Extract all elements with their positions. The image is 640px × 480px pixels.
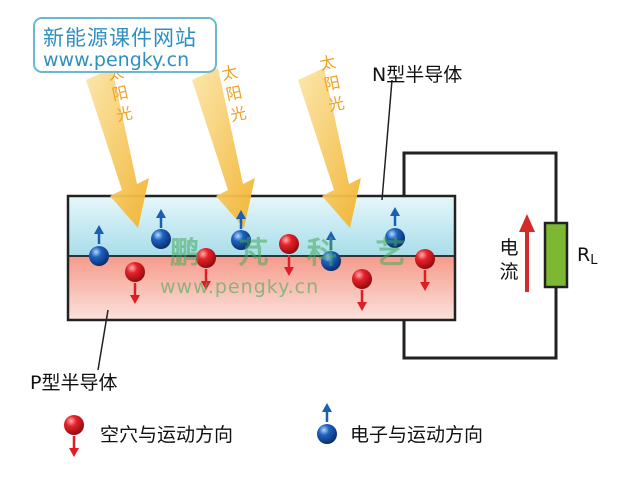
legend-electron-label: 电子与运动方向 — [350, 424, 484, 446]
legend-hole-label: 空穴与运动方向 — [100, 424, 234, 446]
sunlight-beam-3 — [298, 68, 361, 228]
p-label-pointer — [97, 309, 109, 371]
center-watermark-name: 鹏 芃 科 艺 — [170, 236, 420, 271]
semiconductor-outline — [66, 194, 457, 322]
current-label: 电流 — [499, 237, 519, 283]
circuit-wire — [402, 151, 558, 360]
electron — [231, 210, 251, 250]
center-watermark-url: www.pengky.cn — [160, 276, 320, 298]
electron — [89, 225, 109, 266]
electron — [151, 209, 171, 249]
hole — [279, 234, 299, 276]
hole — [415, 249, 435, 291]
electron — [321, 231, 341, 271]
sunlight-beam-2 — [192, 68, 255, 228]
load-label-subscript: L — [590, 253, 598, 268]
legend-hole-icon — [64, 415, 84, 457]
watermark-site-name: 新能源课件网站 — [43, 26, 197, 50]
current-arrow — [519, 214, 535, 292]
legend-electron-icon — [317, 403, 337, 444]
hole — [352, 269, 372, 311]
watermark-box: 新能源课件网站 www.pengky.cn — [33, 17, 217, 73]
n-label-pointer — [381, 79, 393, 201]
load-resistor — [543, 221, 569, 289]
sunlight-beam-1 — [86, 68, 149, 228]
n-type-label: N型半导体 — [372, 64, 463, 86]
load-label-main: R — [577, 244, 591, 266]
watermark-url: www.pengky.cn — [43, 49, 190, 71]
p-type-label: P型半导体 — [30, 372, 118, 394]
hole — [125, 262, 145, 304]
electron — [385, 207, 405, 248]
load-label: RL — [577, 244, 597, 268]
hole — [196, 248, 216, 290]
